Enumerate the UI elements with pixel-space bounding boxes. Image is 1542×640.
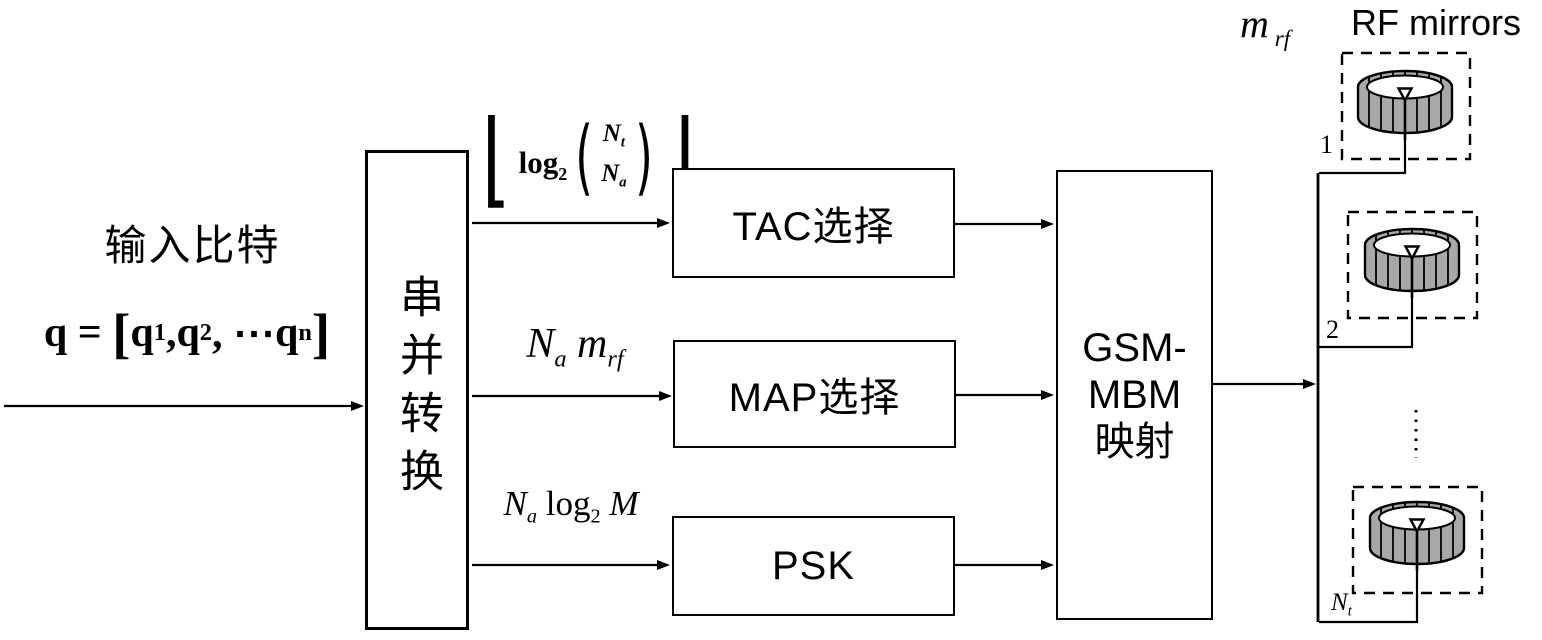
- binomial-upper: Nt: [602, 119, 625, 151]
- antenna2-feed-line: [1319, 296, 1414, 349]
- antenna-index-2: 2: [1326, 315, 1339, 344]
- mapper-label-line3: 映射: [1094, 419, 1175, 464]
- psk-modulator-box: PSK: [672, 516, 955, 616]
- antenna-index-1: 1: [1320, 130, 1333, 159]
- antenna1-feed-line: [1319, 138, 1407, 175]
- input-bits-label: 输入比特: [104, 222, 281, 269]
- rf-mirror-antenna-1-icon: [1355, 66, 1455, 140]
- paren-close: ): [634, 110, 653, 205]
- map-selection-box: MAP选择: [673, 340, 956, 448]
- map-bits-formula: Na mrf: [526, 321, 624, 373]
- mapper-label-line2: MBM: [1087, 372, 1182, 417]
- rf-mirror-unit-1-outline: [1340, 51, 1472, 161]
- tac-selection-label: TAC选择: [732, 205, 895, 249]
- antennaN-feed-line: [1319, 569, 1419, 624]
- serial-parallel-converter-label: 串并转换: [393, 274, 442, 506]
- tac-bits-formula: ⌊ log2 ( Nt Na ) ⌋: [476, 100, 700, 216]
- rf-mirror-antenna-n-icon: [1367, 497, 1467, 571]
- binomial-coefficient: Nt Na: [601, 118, 626, 199]
- mapper-label-line1: GSM-: [1082, 325, 1187, 370]
- psk-bits-formula: Na log2 M: [503, 484, 639, 528]
- log2-term: log2: [518, 145, 568, 184]
- gsm-mbm-mapper-box: GSM- MBM 映射: [1056, 170, 1213, 620]
- tac-selection-box: TAC选择: [672, 168, 955, 278]
- serial-parallel-converter-box: 串并转换: [365, 150, 469, 630]
- paren-open: (: [575, 110, 593, 205]
- rf-mirror-antenna-2-icon: [1362, 224, 1462, 298]
- rf-mirror-unit-n-outline: [1351, 485, 1484, 595]
- map-selection-label: MAP选择: [728, 376, 901, 420]
- rf-mirrors-label: RF mirrors: [1351, 2, 1521, 43]
- rf-mirror-unit-2-outline: [1346, 210, 1479, 320]
- binomial-lower: Na: [601, 160, 627, 191]
- psk-modulator-label: PSK: [771, 543, 856, 588]
- mrf-bits-formula: m rf: [1240, 1, 1291, 52]
- antenna-index-nt: Nt: [1331, 589, 1352, 620]
- floor-open-bracket: ⌊: [481, 97, 511, 219]
